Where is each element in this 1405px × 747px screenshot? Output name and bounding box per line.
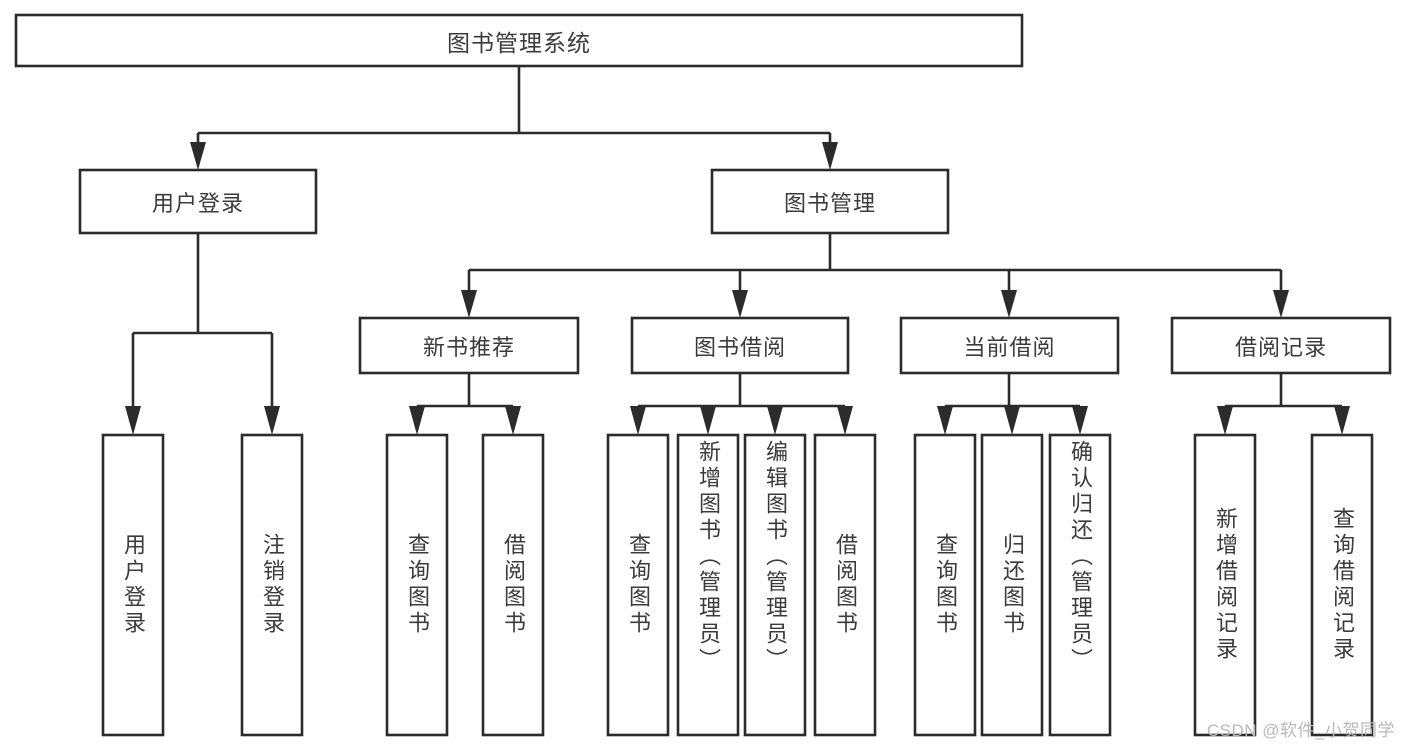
arrow-leaf-add-record — [1217, 406, 1233, 435]
node-borrow-record-box[interactable] — [1170, 316, 1392, 375]
arrow-leaf-logout — [264, 406, 280, 435]
node-leaf-edit-book-box[interactable] — [743, 433, 807, 737]
node-root-box[interactable] — [14, 13, 1024, 68]
arrow-leaf-query-book-2 — [630, 406, 646, 435]
arrow-book-borrow — [732, 290, 748, 318]
node-current-borrow-box[interactable] — [899, 316, 1120, 375]
node-leaf-logout-login-box[interactable] — [240, 433, 304, 737]
csdn-watermark: CSDN @软件_小贺同学 — [1206, 721, 1395, 740]
node-leaf-query-record-box[interactable] — [1310, 433, 1374, 737]
arrow-leaf-add-book — [700, 406, 716, 435]
node-leaf-add-record-box[interactable] — [1193, 433, 1257, 737]
node-leaf-borrow-book-2-box[interactable] — [813, 433, 877, 737]
arrow-current-borrow — [1001, 290, 1017, 318]
node-new-book-recommend-box[interactable] — [358, 316, 580, 375]
node-leaf-add-book-box[interactable] — [676, 433, 740, 737]
arrow-new-book-recommend — [461, 290, 477, 318]
node-leaf-query-book-1-box[interactable] — [385, 433, 449, 737]
arrow-leaf-edit-book — [767, 406, 783, 435]
node-leaf-borrow-book-1-box[interactable] — [481, 433, 545, 737]
arrow-leaf-return-book — [1004, 406, 1020, 435]
node-leaf-return-book-box[interactable] — [980, 433, 1044, 737]
arrow-leaf-query-book-1 — [409, 406, 425, 435]
arrow-book-management — [822, 142, 838, 170]
arrow-leaf-borrow-book-2 — [837, 406, 853, 435]
node-leaf-user-login-box[interactable] — [101, 433, 165, 737]
arrow-leaf-query-record — [1334, 406, 1350, 435]
arrow-user-login — [190, 142, 206, 170]
node-leaf-confirm-return-box[interactable] — [1048, 433, 1112, 737]
node-book-borrow-box[interactable] — [630, 316, 850, 375]
arrow-leaf-user-login — [125, 406, 141, 435]
arrow-leaf-confirm-return — [1072, 406, 1088, 435]
node-book-management-box[interactable] — [710, 168, 950, 235]
node-leaf-query-book-2-box[interactable] — [606, 433, 670, 737]
node-leaf-query-book-3-box[interactable] — [913, 433, 977, 737]
arrow-leaf-query-book-3 — [937, 406, 953, 435]
arrow-borrow-record — [1273, 290, 1289, 318]
node-user-login-box[interactable] — [78, 168, 318, 235]
arrow-leaf-borrow-book-1 — [505, 406, 521, 435]
